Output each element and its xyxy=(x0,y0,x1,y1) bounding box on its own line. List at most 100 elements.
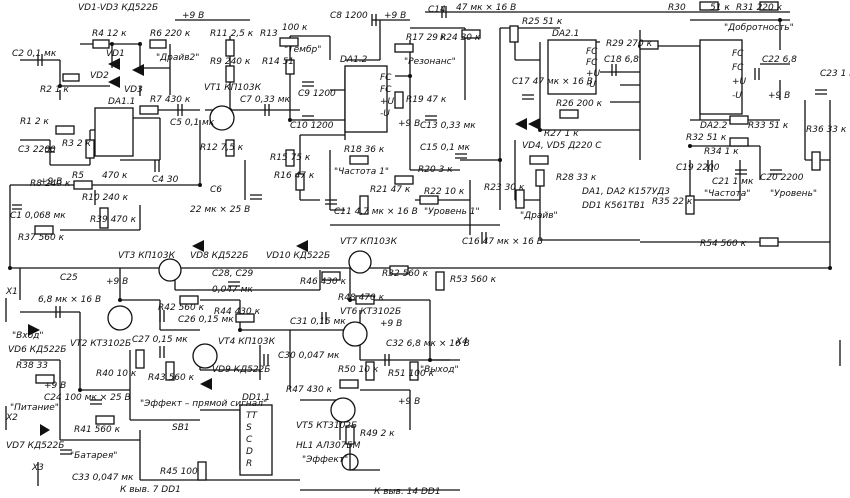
led-and-connectors xyxy=(5,298,841,486)
r34-label: R34 1 к xyxy=(704,147,739,157)
c30-label: C30 0,047 мк xyxy=(278,351,340,361)
drive2-label: "Драйв2" xyxy=(156,53,199,63)
opamps xyxy=(94,39,743,476)
vhod-label: "Вход" xyxy=(12,331,44,341)
da1-2-pin-2: +U xyxy=(380,97,395,107)
da2-2-pin-3: -U xyxy=(732,91,742,101)
da2-1-pin-1: FC xyxy=(586,58,598,68)
c1-label: C1 0,068 мк xyxy=(10,211,66,221)
r23-label: R23 30 к xyxy=(484,183,525,193)
r10-label: R10 240 к xyxy=(82,193,129,203)
r41-label: R41 560 к xyxy=(74,425,121,435)
freq1-label: "Частота 1" xyxy=(334,167,389,177)
c19-label: C19 2200 xyxy=(676,163,720,173)
r22-label: R22 10 к xyxy=(424,187,465,197)
r26-label: R26 200 к xyxy=(556,99,603,109)
da2-2-pin-2: +U xyxy=(732,77,747,87)
r19-label: R19 47 к xyxy=(406,95,447,105)
r13-value-label: 100 к xyxy=(282,23,308,33)
capacitors xyxy=(12,6,827,455)
vt4-label: VT4 КП103К xyxy=(218,337,276,347)
diodes xyxy=(28,58,540,436)
da2-2-pin-1: FC xyxy=(732,63,744,73)
r8-label: R8 240 к xyxy=(30,179,71,189)
dd1-1-pin-1: S xyxy=(246,423,252,433)
labels: VD1-VD3 КД522Б R4 12 к R6 220 к "Драйв2"… xyxy=(5,3,850,497)
plus9-label-2: +9 В xyxy=(384,11,406,21)
r50-label: R50 10 к xyxy=(338,365,379,375)
c2-label: C2 0,1 мк xyxy=(12,49,57,59)
r11-label: R11 2,5 к xyxy=(210,29,254,39)
r45-label: R45 100 xyxy=(160,467,198,477)
r30-label: R30 xyxy=(668,3,686,13)
dd1-pin7-label: К выв. 7 DD1 xyxy=(120,485,181,495)
r46-label: R46 430 к xyxy=(300,277,347,287)
level-label: "Уровень" xyxy=(770,189,817,199)
c18-label: C18 6,8 xyxy=(604,55,639,65)
r30-value-label: 51 к xyxy=(710,3,730,13)
battery-label: "Батарея" xyxy=(70,451,117,461)
plus9-label-5: +9 В xyxy=(380,319,402,329)
plus9-label-8: +9 В xyxy=(398,119,420,129)
plus9-label-4: +9 В xyxy=(106,277,128,287)
rezonans-label: "Резонанс" xyxy=(404,57,456,67)
da2-1-pin-3: -U xyxy=(586,80,596,90)
vyhod-label: "Выход" xyxy=(420,365,459,375)
c15-label: C15 0,1 мк xyxy=(420,143,471,153)
r21-label: R21 47 к xyxy=(370,185,411,195)
plus9-label-3: +9 В xyxy=(40,177,62,187)
hl1-label: HL1 АЛ307БМ xyxy=(296,441,361,451)
effect-direct-label: "Эффект – прямой сигнал" xyxy=(140,399,267,409)
tembr-label: "Тембр" xyxy=(284,45,321,55)
r43-label: R43 560 к xyxy=(148,373,195,383)
x2-label: X2 xyxy=(5,413,18,423)
plus9-label: +9 В xyxy=(182,11,204,21)
r40-label: R40 10 к xyxy=(96,369,137,379)
r12-label: R12 7,5 к xyxy=(200,143,244,153)
da1-2-pin-0: FC xyxy=(380,73,392,83)
dd1-label: DD1 К561ТВ1 xyxy=(582,201,645,211)
r38-label: R38 33 xyxy=(16,361,48,371)
r33-label: R33 51 к xyxy=(748,121,789,131)
c27-label: C27 0,15 мк xyxy=(132,335,188,345)
vd7-label: VD7 КД522Б xyxy=(6,441,64,451)
r2-label: R2 1 к xyxy=(40,85,69,95)
c7-label: C7 0,33 мк xyxy=(240,95,291,105)
c17-label: C17 47 мк × 16 В xyxy=(512,77,593,87)
da1-1-label: DA1.1 xyxy=(108,97,135,107)
r7-label: R7 430 к xyxy=(150,95,191,105)
r9-label: R9 240 к xyxy=(210,57,251,67)
r48-label: R48 470 к xyxy=(338,293,385,303)
r3-label: R3 2 к xyxy=(62,139,91,149)
dd1-pin14-label: К выв. 14 DD1 xyxy=(374,487,441,497)
da2-2-label: DA2.2 xyxy=(700,121,728,131)
vd10-label: VD10 КД522Б xyxy=(266,251,330,261)
vd9-label: VD9 КД522Б xyxy=(212,365,270,375)
dd1-1-label: DD1.1 xyxy=(242,393,270,403)
c24-label: C24 100 мк × 25 В xyxy=(44,393,131,403)
dd1-1-pin-4: R xyxy=(246,459,252,469)
vd6-label: VD6 КД522Б xyxy=(8,345,66,355)
c5-label: C5 0,1 мк xyxy=(170,118,215,128)
sb1-label: SB1 xyxy=(172,423,190,433)
r16-label: R16 47 к xyxy=(274,171,315,181)
c3-label: C3 2200 xyxy=(18,145,56,155)
r6-label: R6 220 к xyxy=(150,29,191,39)
r14-label: R14 51 xyxy=(262,57,294,67)
drive-label: "Драйв" xyxy=(520,211,558,221)
c22-label: C22 6,8 xyxy=(762,55,797,65)
dd1-1-pin-2: C xyxy=(246,435,253,445)
dobrotnost-label: "Добротность" xyxy=(724,23,794,33)
c9-label: C9 1200 xyxy=(298,89,336,99)
r5-value-label: 470 к xyxy=(102,171,128,181)
r36-label: R36 33 к xyxy=(806,125,847,135)
r13-label: R13 xyxy=(260,29,278,39)
da1-2-label: DA1.2 xyxy=(340,55,368,65)
r28-label: R28 33 к xyxy=(556,173,597,183)
c28-value-label: 0,047 мк xyxy=(212,285,253,295)
x4-label: X4 xyxy=(455,337,468,347)
c16-label: C16 47 мк × 16 В xyxy=(462,237,543,247)
plus9-label-9: +9 В xyxy=(768,91,790,101)
c14-value-label: 47 мк × 16 В xyxy=(456,3,516,13)
